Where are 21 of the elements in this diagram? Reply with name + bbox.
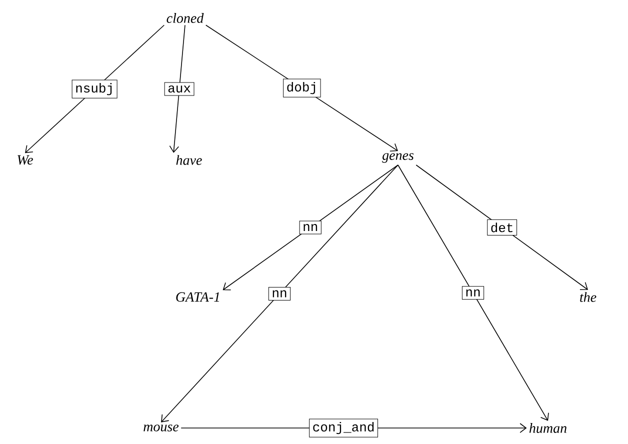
arrow	[398, 164, 549, 421]
edge-label: nsubj	[72, 80, 118, 98]
arrow	[161, 164, 398, 422]
word: GATA-1	[176, 292, 220, 302]
word: human	[529, 423, 566, 433]
word: have	[176, 155, 202, 165]
word: We	[18, 155, 33, 165]
arrow	[416, 164, 588, 290]
edge-label: dobj	[283, 78, 321, 98]
arrow	[222, 164, 398, 290]
edge-label: det	[487, 219, 518, 236]
word: genes	[382, 153, 414, 163]
word: mouse	[144, 424, 179, 432]
word: cloned	[166, 13, 204, 23]
edge-label: nn	[268, 286, 291, 300]
word: the	[580, 292, 596, 302]
arrow	[169, 24, 186, 153]
edge-label: nn	[462, 286, 484, 300]
edge-label: nn	[299, 220, 322, 234]
edge-label: aux	[164, 82, 194, 96]
edge-label: conj_and	[309, 418, 378, 438]
